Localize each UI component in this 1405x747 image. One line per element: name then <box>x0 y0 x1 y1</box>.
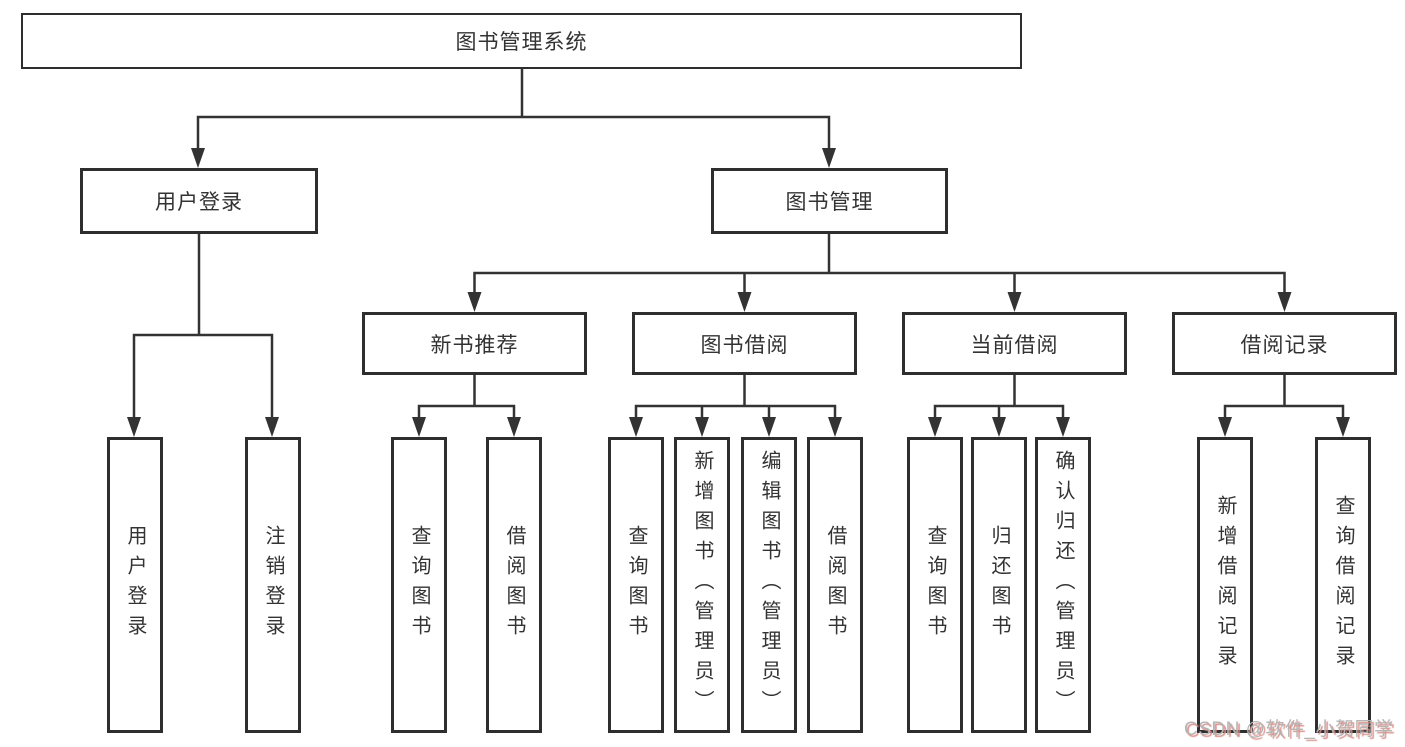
node-current-borrow: 当前借阅 <box>902 312 1127 375</box>
node-root-system: 图书管理系统 <box>21 13 1022 69</box>
leaf-edit-book-admin: 编辑图书（管理员） <box>741 437 797 733</box>
leaf-query-borrow-record: 查询借阅记录 <box>1315 437 1371 733</box>
leaf-confirm-return-admin: 确认归还（管理员） <box>1035 437 1091 733</box>
node-borrow-record: 借阅记录 <box>1172 312 1397 375</box>
node-user-login: 用户登录 <box>80 168 318 234</box>
leaf-borrow-book-recommend: 借阅图书 <box>486 437 542 733</box>
leaf-add-borrow-record: 新增借阅记录 <box>1197 437 1253 733</box>
node-book-management: 图书管理 <box>711 168 948 234</box>
leaf-query-book-borrow: 查询图书 <box>608 437 664 733</box>
leaf-query-book-current: 查询图书 <box>907 437 963 733</box>
node-book-borrow: 图书借阅 <box>632 312 857 375</box>
leaf-query-book-recommend: 查询图书 <box>391 437 447 733</box>
leaf-user-login: 用户登录 <box>107 437 163 733</box>
leaf-logout-login: 注销登录 <box>245 437 301 733</box>
leaf-return-book: 归还图书 <box>971 437 1027 733</box>
leaf-borrow-book: 借阅图书 <box>807 437 863 733</box>
leaf-add-book-admin: 新增图书（管理员） <box>674 437 730 733</box>
watermark: CSDN @软件_小贺同学 <box>1184 719 1394 740</box>
node-new-book-recommend: 新书推荐 <box>362 312 587 375</box>
